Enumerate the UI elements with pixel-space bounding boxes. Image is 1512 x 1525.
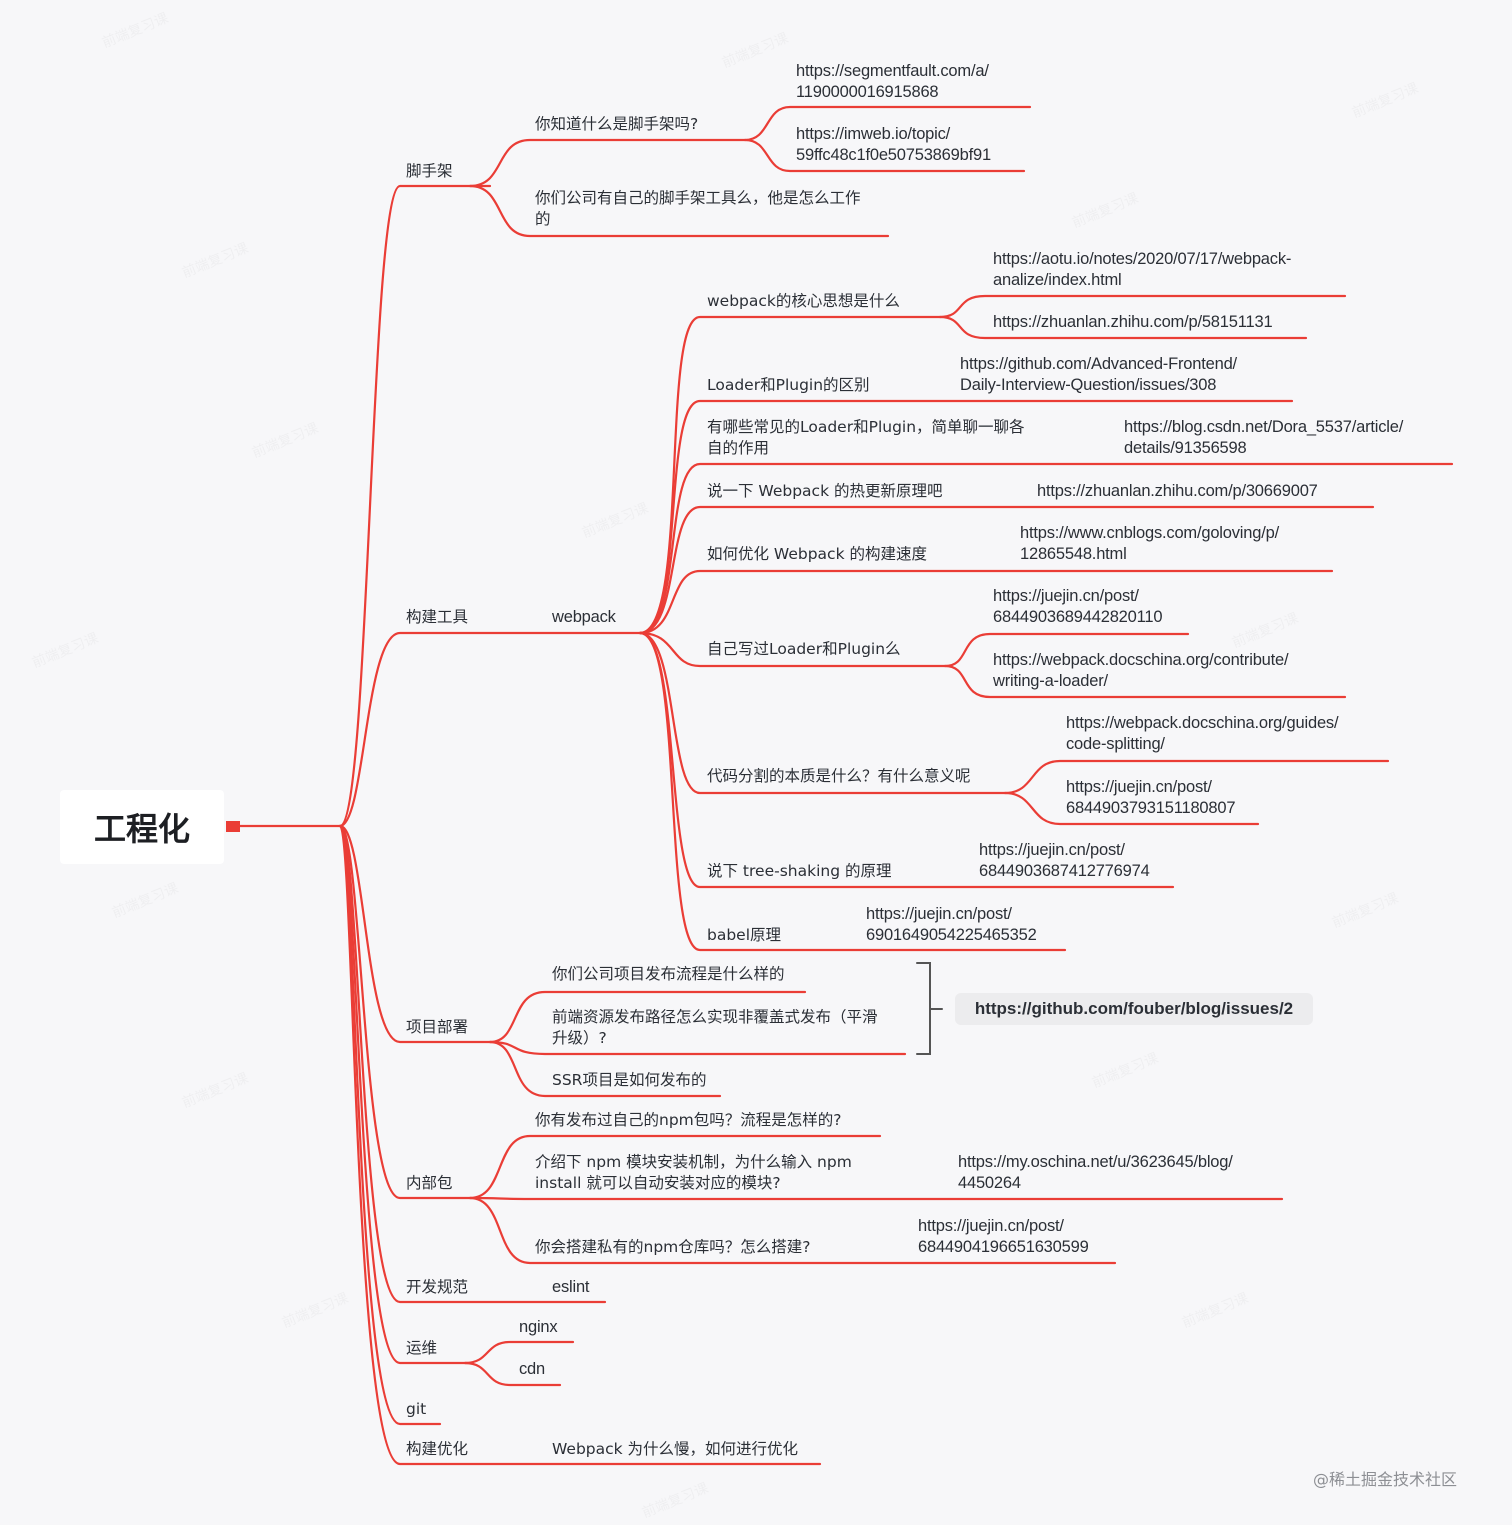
root-label: 工程化 xyxy=(93,810,190,848)
link-tree-shaking[interactable]: https://juejin.cn/post/ 6844903687412776… xyxy=(979,841,1150,880)
link-webpack-core-1[interactable]: https://aotu.io/notes/2020/07/17/webpack… xyxy=(993,250,1292,289)
node-common-loaders[interactable]: 有哪些常见的Loader和Plugin，简单聊一聊各 自的作用 xyxy=(707,418,1025,457)
node-npm-install[interactable]: 介绍下 npm 模块安装机制，为什么输入 npm install 就可以自动安装… xyxy=(535,1153,852,1192)
node-internal-package[interactable]: 内部包 xyxy=(406,1174,453,1192)
node-deploy-process[interactable]: 你们公司项目发布流程是什么样的 xyxy=(552,965,785,983)
node-ops[interactable]: 运维 xyxy=(406,1339,438,1357)
node-build-optimization[interactable]: 构建优化 xyxy=(406,1440,469,1458)
root-node[interactable]: 工程化 xyxy=(60,790,224,864)
node-npm-publish[interactable]: 你有发布过自己的npm包吗？流程是怎样的? xyxy=(535,1111,842,1129)
node-babel[interactable]: babel原理 xyxy=(707,926,782,944)
node-hmr[interactable]: 说一下 Webpack 的热更新原理吧 xyxy=(707,482,943,500)
node-git[interactable]: git xyxy=(406,1400,427,1418)
node-private-npm[interactable]: 你会搭建私有的npm仓库吗？怎么搭建? xyxy=(535,1238,811,1256)
link-scaffold-1[interactable]: https://segmentfault.com/a/ 119000001691… xyxy=(796,62,989,101)
node-scaffold-q1[interactable]: 你知道什么是脚手架吗? xyxy=(535,115,699,133)
link-build-speed[interactable]: https://www.cnblogs.com/goloving/p/ 1286… xyxy=(1020,524,1279,563)
node-build-tools[interactable]: 构建工具 xyxy=(406,608,469,626)
node-eslint[interactable]: eslint xyxy=(552,1278,590,1296)
source-credit: @稀土掘金技术社区 xyxy=(1313,1470,1458,1489)
node-scaffold[interactable]: 脚手架 xyxy=(406,162,453,180)
node-cdn[interactable]: cdn xyxy=(519,1360,546,1378)
node-webpack-core[interactable]: webpack的核心思想是什么 xyxy=(707,292,900,310)
link-loader-plugin-diff[interactable]: https://github.com/Advanced-Frontend/ Da… xyxy=(960,355,1237,394)
node-nginx[interactable]: nginx xyxy=(519,1318,558,1336)
node-tree-shaking[interactable]: 说下 tree-shaking 的原理 xyxy=(707,862,892,880)
node-write-loader[interactable]: 自己写过Loader和Plugin么 xyxy=(707,640,901,658)
link-write-loader-2[interactable]: https://webpack.docschina.org/contribute… xyxy=(993,651,1289,690)
node-scaffold-q2[interactable]: 你们公司有自己的脚手架工具么，他是怎么工作 的 xyxy=(535,189,861,228)
collapse-handle[interactable] xyxy=(226,821,240,832)
link-hmr[interactable]: https://zhuanlan.zhihu.com/p/30669007 xyxy=(1037,482,1318,500)
summary-link[interactable]: https://github.com/fouber/blog/issues/2 xyxy=(955,993,1313,1025)
link-npm-install[interactable]: https://my.oschina.net/u/3623645/blog/ 4… xyxy=(958,1153,1233,1192)
link-code-splitting-2[interactable]: https://juejin.cn/post/ 6844903793151180… xyxy=(1066,778,1236,817)
summary-link-text: https://github.com/fouber/blog/issues/2 xyxy=(974,999,1294,1018)
node-webpack[interactable]: webpack xyxy=(552,608,616,626)
link-babel[interactable]: https://juejin.cn/post/ 6901649054225465… xyxy=(866,905,1037,944)
node-build-speed[interactable]: 如何优化 Webpack 的构建速度 xyxy=(707,545,927,563)
link-private-npm[interactable]: https://juejin.cn/post/ 6844904196651630… xyxy=(918,1217,1089,1256)
node-webpack-slow[interactable]: Webpack 为什么慢，如何进行优化 xyxy=(552,1440,799,1458)
node-dev-standards[interactable]: 开发规范 xyxy=(406,1278,469,1296)
node-deploy-ssr[interactable]: SSR项目是如何发布的 xyxy=(552,1071,707,1089)
node-loader-plugin-diff[interactable]: Loader和Plugin的区别 xyxy=(707,376,870,394)
link-code-splitting-1[interactable]: https://webpack.docschina.org/guides/ co… xyxy=(1066,714,1339,753)
node-deploy-non-overwrite[interactable]: 前端资源发布路径怎么实现非覆盖式发布（平滑 升级）? xyxy=(552,1008,878,1047)
node-deploy[interactable]: 项目部署 xyxy=(406,1018,469,1036)
link-common-loaders[interactable]: https://blog.csdn.net/Dora_5537/article/… xyxy=(1124,418,1404,457)
node-code-splitting[interactable]: 代码分割的本质是什么？有什么意义呢 xyxy=(707,767,971,785)
link-scaffold-2[interactable]: https://imweb.io/topic/ 59ffc48c1f0e5075… xyxy=(796,125,991,164)
link-webpack-core-2[interactable]: https://zhuanlan.zhihu.com/p/58151131 xyxy=(993,313,1273,331)
link-write-loader-1[interactable]: https://juejin.cn/post/ 6844903689442820… xyxy=(993,587,1163,626)
